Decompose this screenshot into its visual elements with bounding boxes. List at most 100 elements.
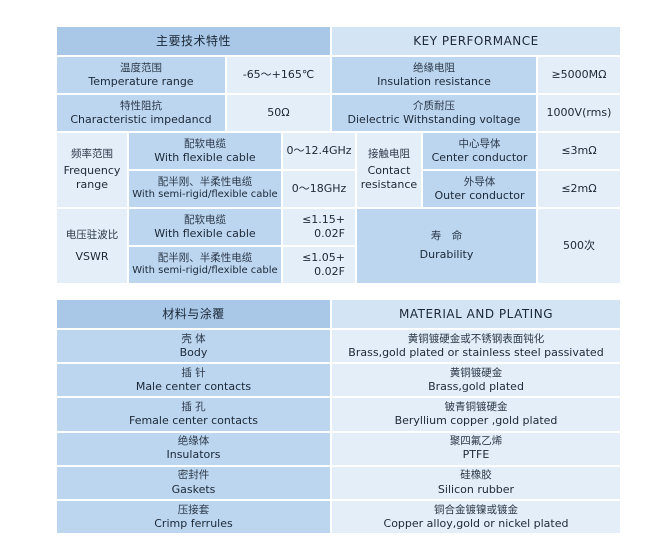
perf-header-en-text: KEY PERFORMANCE [413, 33, 539, 48]
vswr-row-2-v2: 0.02F [314, 265, 345, 278]
insulation-en: Insulation resistance [377, 74, 491, 88]
freq-row-2-value: 0～18GHz [283, 171, 355, 207]
spec-en: Beryllium copper ,gold plated [394, 414, 558, 428]
part-en: Body [179, 345, 208, 359]
material-spec-cell: 黄铜镀硬金或不锈钢表面钝化 Brass,gold plated or stain… [332, 330, 620, 363]
insulation-value-text: ≥5000MΩ [551, 68, 607, 82]
vswr-row-1-value: ≤1.15+ 0.02F [283, 209, 355, 245]
freq-label: 频率范围 Frequency range [57, 133, 127, 207]
spec-cn: 硅橡胶 [460, 469, 492, 482]
freq-row-2-label: 配半刚、半柔性电缆 With semi-rigid/flexible cable [129, 171, 281, 207]
spec-en: Brass,gold plated [428, 379, 524, 393]
freq-row-1-cn: 配软电缆 [184, 137, 226, 150]
durability-en: Durability [419, 248, 474, 262]
freq-row-1-value-text: 0～12.4GHz [286, 144, 352, 158]
part-en: Crimp ferrules [154, 516, 233, 530]
spec-en: Copper alloy,gold or nickel plated [383, 516, 569, 530]
contact-row-2-value: ≤2mΩ [538, 171, 620, 207]
insulation-cn: 绝缘电阻 [413, 61, 455, 74]
vswr-row-2-v1: ≤1.05+ [302, 251, 345, 265]
key-performance-table: 主要技术特性 KEY PERFORMANCE 温度范围 Temperature … [57, 27, 620, 283]
vswr-row-1-v1: ≤1.15+ [302, 213, 345, 227]
material-header-en: MATERIAL AND PLATING [332, 300, 620, 328]
freq-row-1-value: 0～12.4GHz [283, 133, 355, 169]
freq-row-2-en: With semi-rigid/flexible cable [132, 189, 278, 201]
material-spec-cell: 聚四氟乙烯 PTFE [332, 432, 620, 465]
temp-cn: 温度范围 [120, 61, 162, 74]
vswr-label: 电压驻波比 VSWR [57, 209, 127, 283]
spec-cn: 铜合金镀镍或镀金 [434, 503, 518, 516]
spec-cn: 铍青铜镀硬金 [444, 401, 508, 414]
vswr-row-1-v2: 0.02F [314, 227, 345, 240]
part-en: Gaskets [171, 482, 216, 496]
impedance-cn: 特性阻抗 [120, 99, 162, 112]
temp-label: 温度范围 Temperature range [57, 57, 225, 93]
contact-row-1-en: Center conductor [431, 150, 528, 164]
material-part-cell: 密封件 Gaskets [57, 466, 330, 499]
perf-header-en: KEY PERFORMANCE [332, 27, 620, 55]
contact-row-1-label: 中心导体 Center conductor [423, 133, 536, 169]
material-header-cn: 材料与涂覆 [57, 300, 330, 328]
material-spec-cell: 硅橡胶 Silicon rubber [332, 466, 620, 499]
contact-row-1-value-text: ≤3mΩ [561, 144, 597, 158]
vswr-cn: 电压驻波比 [65, 228, 119, 241]
contact-row-1-cn: 中心导体 [458, 137, 501, 150]
vswr-row-1-cn: 配软电缆 [184, 213, 226, 226]
vswr-row-1-en: With flexible cable [154, 226, 256, 240]
part-cn: 壳 体 [181, 332, 206, 345]
material-part-cell: 绝缘体 Insulators [57, 432, 330, 465]
vswr-en: VSWR [75, 249, 109, 263]
freq-row-2-cn: 配半刚、半柔性电缆 [157, 176, 253, 189]
insulation-value: ≥5000MΩ [538, 57, 620, 93]
vswr-row-2-label: 配半刚、半柔性电缆 With semi-rigid/flexible cable [129, 247, 281, 283]
dielectric-en: Dielectric Withstanding voltage [347, 112, 521, 126]
temp-value-text: -65～+165℃ [242, 68, 315, 82]
durability-value-text: 500次 [563, 239, 595, 253]
part-cn: 插 孔 [181, 401, 206, 414]
contact-en-1: Contact [367, 164, 411, 178]
spec-cn: 聚四氟乙烯 [449, 435, 503, 448]
vswr-row-2-value: ≤1.05+ 0.02F [283, 247, 355, 283]
vswr-row-2-cn: 配半刚、半柔性电缆 [157, 252, 253, 265]
contact-label: 接触电阻 Contact resistance [357, 133, 421, 207]
dielectric-cn: 介质耐压 [413, 99, 455, 112]
material-header-en-text: MATERIAL AND PLATING [399, 306, 553, 321]
spec-cn: 黄铜镀硬金或不锈钢表面钝化 [407, 332, 545, 345]
freq-row-2-value-text: 0～18GHz [291, 182, 347, 196]
contact-row-2-label: 外导体 Outer conductor [423, 171, 536, 207]
part-cn: 插 针 [181, 366, 206, 379]
contact-row-2-en: Outer conductor [434, 188, 525, 202]
freq-row-1-label: 配软电缆 With flexible cable [129, 133, 281, 169]
contact-row-1-value: ≤3mΩ [538, 133, 620, 169]
material-part-cell: 壳 体 Body [57, 330, 330, 363]
dielectric-value-text: 1000V(rms) [546, 106, 612, 120]
temp-en: Temperature range [88, 74, 194, 88]
freq-row-1-en: With flexible cable [154, 150, 256, 164]
vswr-row-2-en: With semi-rigid/flexible cable [132, 265, 278, 277]
material-header-cn-text: 材料与涂覆 [162, 306, 225, 321]
part-en: Female center contacts [128, 414, 259, 428]
contact-en-2: resistance [360, 178, 418, 192]
impedance-en: Characteristic impedancd [70, 112, 212, 126]
dielectric-value: 1000V(rms) [538, 95, 620, 131]
material-spec-cell: 黄铜镀硬金 Brass,gold plated [332, 364, 620, 397]
vswr-row-1-label: 配软电缆 With flexible cable [129, 209, 281, 245]
contact-row-2-cn: 外导体 [463, 175, 496, 188]
part-en: Male center contacts [135, 379, 252, 393]
part-cn: 密封件 [177, 469, 210, 482]
impedance-value: 50Ω [227, 95, 330, 131]
insulation-label: 绝缘电阻 Insulation resistance [332, 57, 536, 93]
impedance-value-text: 50Ω [267, 106, 290, 120]
temp-value: -65～+165℃ [227, 57, 330, 93]
material-part-cell: 插 针 Male center contacts [57, 364, 330, 397]
spec-en: Silicon rubber [437, 482, 515, 496]
spec-cn: 黄铜镀硬金 [449, 366, 503, 379]
perf-header-cn: 主要技术特性 [57, 27, 330, 55]
perf-header-cn-text: 主要技术特性 [155, 33, 231, 48]
part-en: Insulators [166, 448, 221, 462]
material-spec-cell: 铍青铜镀硬金 Beryllium copper ,gold plated [332, 398, 620, 431]
dielectric-label: 介质耐压 Dielectric Withstanding voltage [332, 95, 536, 131]
durability-value: 500次 [538, 209, 620, 283]
contact-row-2-value-text: ≤2mΩ [561, 182, 597, 196]
